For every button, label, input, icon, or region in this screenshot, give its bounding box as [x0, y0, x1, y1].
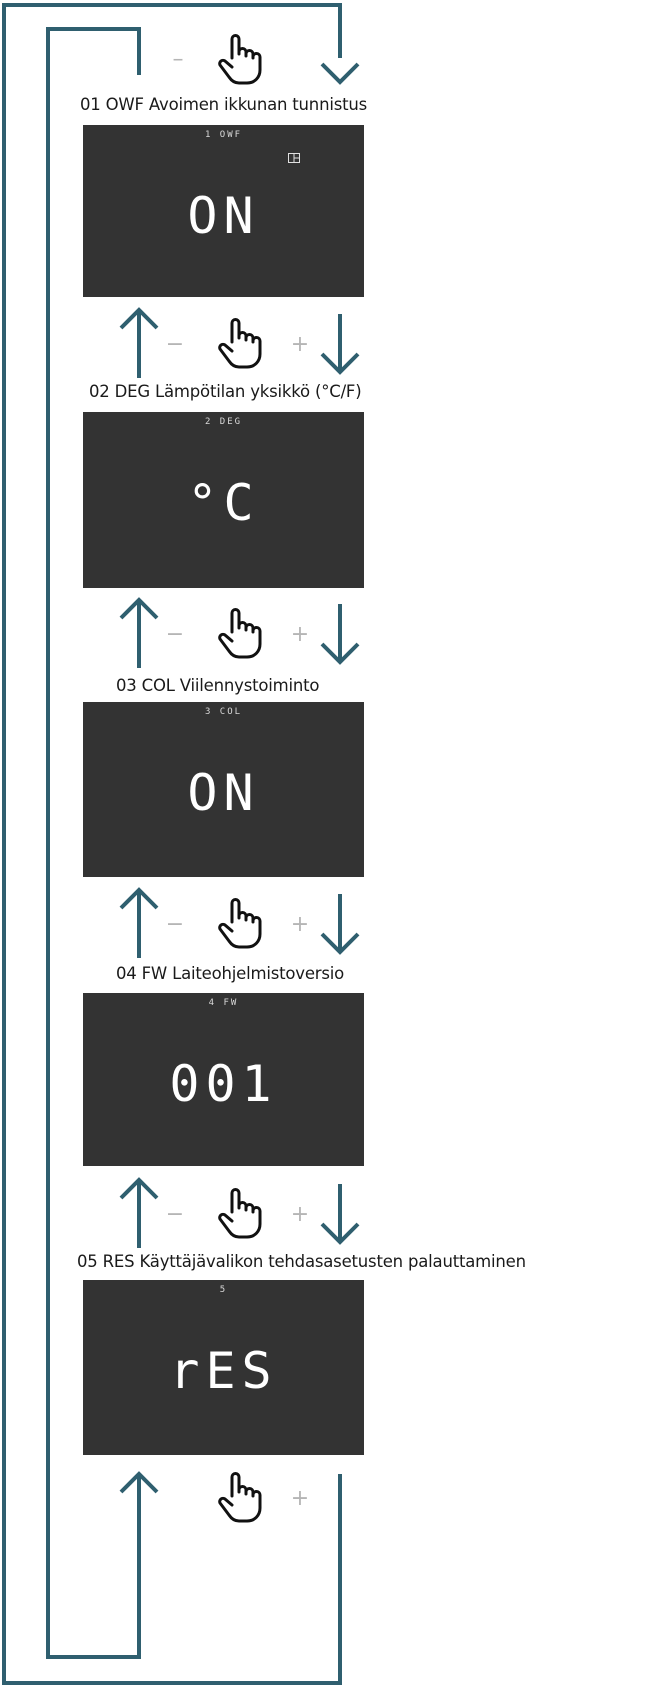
menu-code: 3 COL	[204, 707, 243, 717]
plus-sign-2: +	[291, 622, 309, 647]
display-screen-owf: 1 OWF ON	[83, 125, 364, 297]
hand-pointer-icon-4	[218, 1188, 262, 1239]
hand-pointer-icon-1	[218, 318, 262, 369]
hand-pointer-icon-2	[218, 608, 262, 659]
down-arrow-3-head	[320, 932, 360, 955]
up-arrow-3-head	[119, 887, 159, 910]
display-screen-deg: 2 DEG °C	[83, 412, 364, 588]
display-screen-col: 3 COL ON	[83, 702, 364, 877]
hand-pointer-icon-top	[218, 34, 262, 85]
down-arrow-top-head	[320, 62, 360, 85]
down-arrow-4-head	[320, 1222, 360, 1245]
minus-sign-3: −	[166, 912, 184, 937]
minus-sign-4: −	[166, 1202, 184, 1227]
step-caption-owf: 01 OWF Avoimen ikkunan tunnistus	[80, 95, 368, 114]
open-window-icon	[288, 153, 300, 163]
up-arrow-1-head	[119, 307, 159, 330]
up-arrow-bottom-head	[119, 1471, 159, 1494]
step-caption-deg: 02 DEG Lämpötilan yksikkö (°C/F)	[89, 382, 362, 401]
display-value: 001	[169, 1055, 278, 1113]
menu-code: 2 DEG	[204, 417, 243, 427]
step-caption-fw: 04 FW Laiteohjelmistoversio	[116, 964, 345, 983]
display-value: °C	[187, 474, 260, 532]
minus-sign-1: −	[166, 332, 184, 357]
up-arrow-2-head	[119, 597, 159, 620]
menu-code: 5	[219, 1285, 228, 1295]
display-value: rES	[169, 1342, 278, 1400]
down-arrow-1-head	[320, 352, 360, 375]
plus-sign-bottom: +	[291, 1486, 309, 1511]
hand-pointer-icon-bottom	[218, 1472, 262, 1523]
up-arrow-4-head	[119, 1177, 159, 1200]
inner-loop-line	[46, 27, 141, 1659]
minus-sign-2: −	[166, 622, 184, 647]
display-value: ON	[187, 187, 260, 245]
hand-pointer-icon-3	[218, 898, 262, 949]
plus-sign-4: +	[291, 1202, 309, 1227]
plus-sign-3: +	[291, 912, 309, 937]
display-screen-res: 5 rES	[83, 1280, 364, 1455]
down-arrow-2-head	[320, 642, 360, 665]
plus-sign-1: +	[291, 332, 309, 357]
step-caption-res: 05 RES Käyttäjävalikon tehdasasetusten p…	[77, 1252, 526, 1271]
display-screen-fw: 4 FW 001	[83, 993, 364, 1166]
step-caption-col: 03 COL Viilennystoiminto	[116, 676, 320, 695]
menu-code: 4 FW	[208, 998, 239, 1008]
display-value: ON	[187, 764, 260, 822]
minus-sign-top: –	[173, 47, 184, 72]
menu-code: 1 OWF	[204, 130, 243, 140]
